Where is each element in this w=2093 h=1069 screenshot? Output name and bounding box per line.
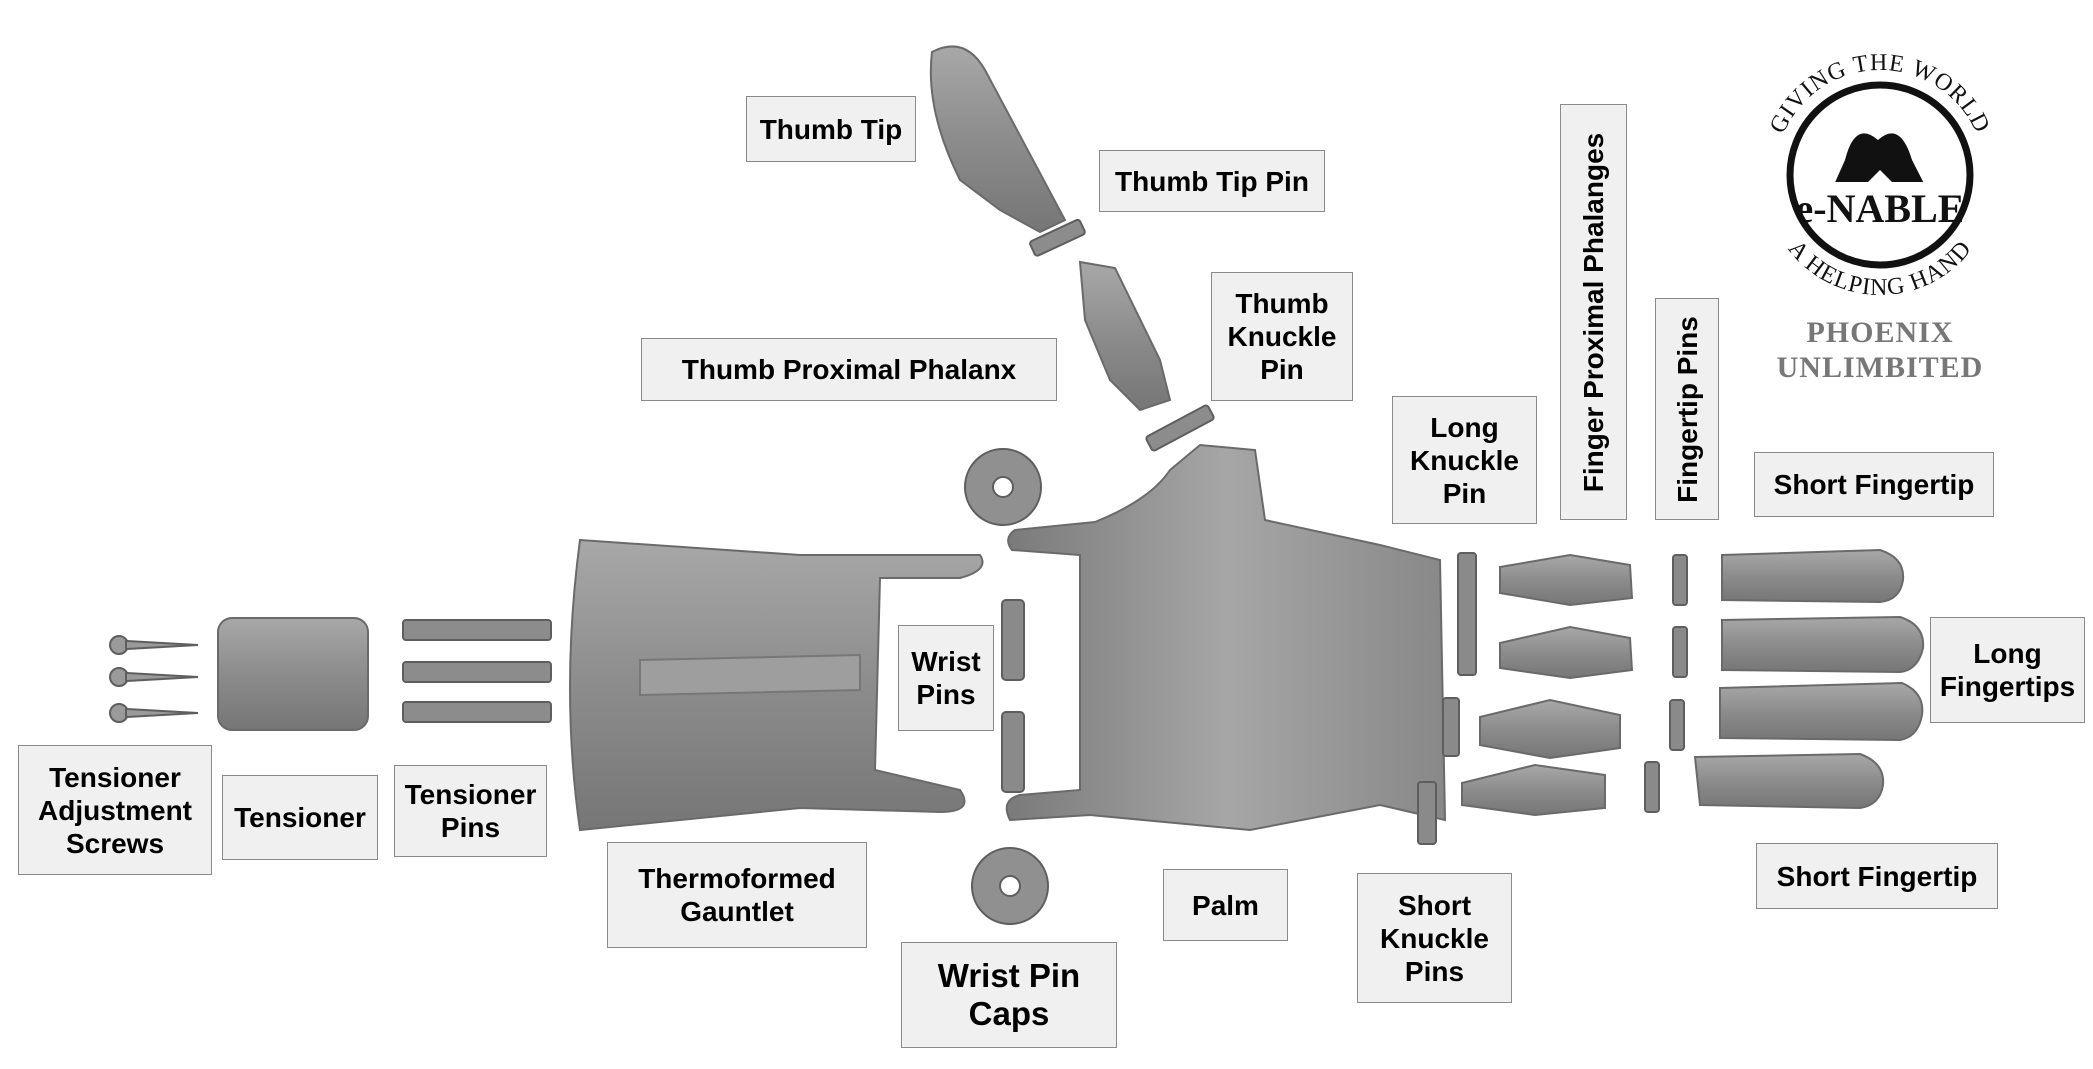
label-wrist-pin-caps: Wrist Pin Caps <box>901 942 1117 1048</box>
fingertip-pins-part <box>1644 554 1688 813</box>
logo-brand: e-NABLE <box>1796 186 1965 231</box>
thumb-tip-pin-part <box>1029 218 1086 257</box>
label-thumb-proximal-phalanx: Thumb Proximal Phalanx <box>641 338 1057 401</box>
label-fingertip-pins: Fingertip Pins <box>1655 298 1719 520</box>
wrist-pin-caps-part <box>964 448 1049 925</box>
enable-logo-circle <box>1786 81 1974 269</box>
thumb-knuckle-pin-part <box>1145 404 1215 452</box>
logo-line-2: UNLIMBITED <box>1776 351 1984 384</box>
label-finger-proximal-phalanges: Finger Proximal Phalanges <box>1560 104 1627 520</box>
tensioner-part <box>217 617 369 731</box>
thumb-proximal-phalanx-part <box>1078 260 1172 412</box>
label-short-knuckle-pins: Short Knuckle Pins <box>1357 873 1512 1003</box>
label-short-fingertip-top: Short Fingertip <box>1754 452 1994 517</box>
tensioner-screws <box>109 635 199 723</box>
label-thumb-knuckle-pin: Thumb Knuckle Pin <box>1211 272 1353 401</box>
palm-part <box>1005 443 1447 832</box>
label-fingertip-pins-text: Fingertip Pins <box>1671 315 1703 503</box>
label-long-knuckle-pin: Long Knuckle Pin <box>1392 396 1537 524</box>
label-palm: Palm <box>1163 869 1288 941</box>
label-thermoformed-gauntlet: Thermoformed Gauntlet <box>607 842 867 948</box>
label-wrist-pins: Wrist Pins <box>898 625 994 731</box>
logo-line-1: PHOENIX <box>1806 316 1954 349</box>
label-finger-proximal-phalanges-text: Finger Proximal Phalanges <box>1578 132 1610 492</box>
tensioner-pins-part <box>402 619 552 723</box>
wrist-pins-part <box>1001 599 1025 793</box>
label-thumb-tip-pin: Thumb Tip Pin <box>1099 150 1325 212</box>
label-short-fingertip-bottom: Short Fingertip <box>1756 843 1998 909</box>
thumb-tip-part <box>929 45 1067 234</box>
knuckle-pins-part <box>1417 552 1477 845</box>
label-tensioner-adjustment-screws: Tensioner Adjustment Screws <box>18 745 212 875</box>
fingertips-part <box>1693 548 1925 810</box>
label-tensioner-pins: Tensioner Pins <box>394 765 547 857</box>
label-long-fingertips: Long Fingertips <box>1930 617 2085 723</box>
label-tensioner: Tensioner <box>222 775 378 860</box>
logo-arc-top: GIVING THE WORLD <box>1765 50 1995 138</box>
finger-proximal-phalanges-part <box>1461 553 1634 817</box>
label-thumb-tip: Thumb Tip <box>746 96 916 162</box>
phoenix-unlimbited-wordmark: PHOENIX UNLIMBITED <box>1760 315 2000 385</box>
